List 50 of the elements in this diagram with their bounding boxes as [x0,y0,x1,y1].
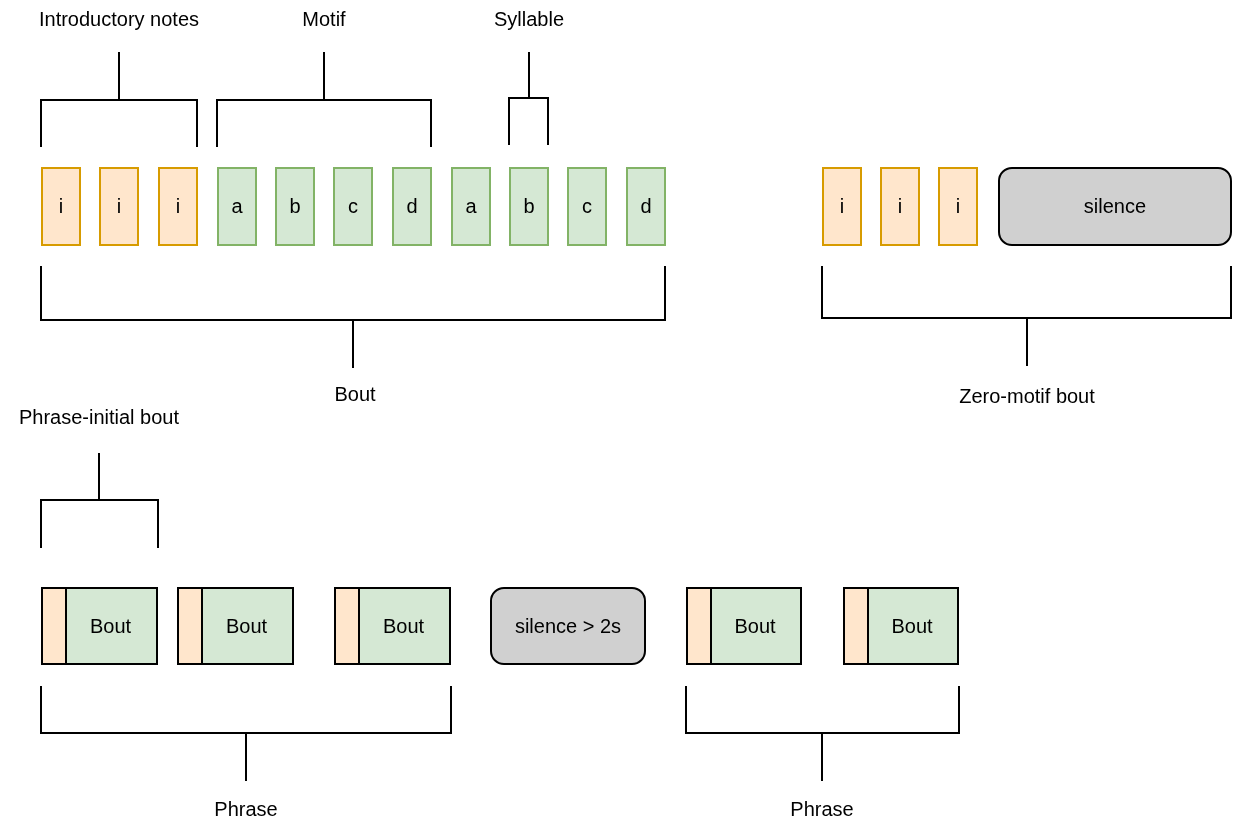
node-text: d [406,195,418,218]
node-text: Bout [382,614,425,638]
node-text: silence [1083,195,1147,218]
intro-note-box [880,167,920,246]
syllable-box [217,167,257,246]
bracket-label: Phrase [790,798,854,821]
bout-box [334,587,451,665]
bracket-label: Phrase [214,798,278,821]
silence-box [998,167,1232,246]
node-text: b [523,195,535,218]
node-text: i [897,195,903,218]
node-text: d [640,195,652,218]
intro-note-box [41,167,81,246]
node-text: i [175,195,181,218]
intro-note-box [938,167,978,246]
node-text: i [116,195,122,218]
intro-note-box [158,167,198,246]
bracket-label: Motif [302,8,346,31]
node-text: Bout [891,614,933,638]
bout-box [843,587,959,665]
node-text: c [348,195,358,218]
node-text: a [231,195,243,218]
intro-note-box [822,167,862,246]
bracket-label: Introductory notes [38,8,200,31]
silence-box [490,587,646,665]
syllable-box [333,167,373,246]
node-text: silence > 2s [514,614,622,638]
syllable-box [392,167,432,246]
bout-box [177,587,294,665]
syllable-box [626,167,666,246]
syllable-box [509,167,549,246]
intro-note-box [99,167,139,246]
syllable-box [451,167,491,246]
bracket-label: Syllable [494,8,564,31]
node-text: i [58,195,64,218]
node-text: a [465,195,477,218]
syllable-box [275,167,315,246]
node-text: Bout [734,614,776,638]
bout-box [686,587,802,665]
syllable-box [567,167,607,246]
node-text: i [955,195,961,218]
node-text: c [582,195,592,218]
bracket-label: Phrase-initial bout [18,406,180,429]
bracket-label: Zero-motif bout [959,385,1095,408]
bracket-label: Bout [334,383,376,406]
node-text: b [289,195,301,218]
node-text: Bout [225,614,268,638]
node-text: i [839,195,845,218]
node-text: Bout [89,614,132,638]
bout-box [41,587,158,665]
